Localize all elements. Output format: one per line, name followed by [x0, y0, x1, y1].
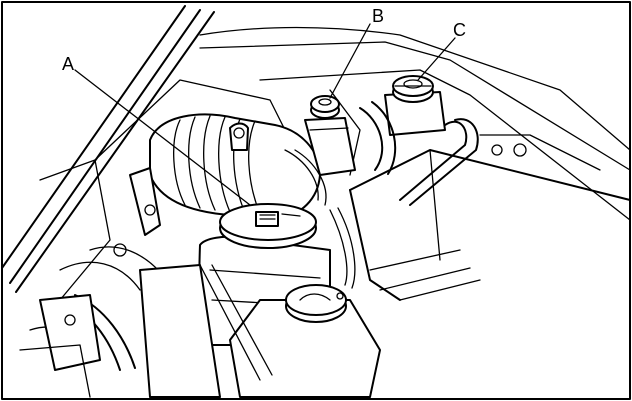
- fender-panel: [349, 134, 631, 301]
- coolant-reservoir-cap: [219, 203, 317, 249]
- brake-fluid-reservoir: [304, 117, 356, 176]
- mounting-bracket: [129, 167, 161, 236]
- callout-label-a: A: [62, 54, 74, 74]
- air-intake-duct: [149, 113, 327, 219]
- leader-line-b: [329, 23, 371, 99]
- leader-line-a: [74, 69, 251, 206]
- callout-label-b: B: [372, 6, 384, 26]
- washer-fluid-reservoir: [229, 284, 381, 398]
- leader-line-c: [417, 37, 456, 81]
- callout-label-c: C: [453, 20, 466, 40]
- leader-lines: [74, 23, 456, 206]
- brake-fluid-reservoir-cap: [310, 95, 340, 119]
- hood-edge: [1, 5, 215, 293]
- power-steering-reservoir-cap: [392, 75, 434, 103]
- lower-engine-components: [19, 243, 273, 398]
